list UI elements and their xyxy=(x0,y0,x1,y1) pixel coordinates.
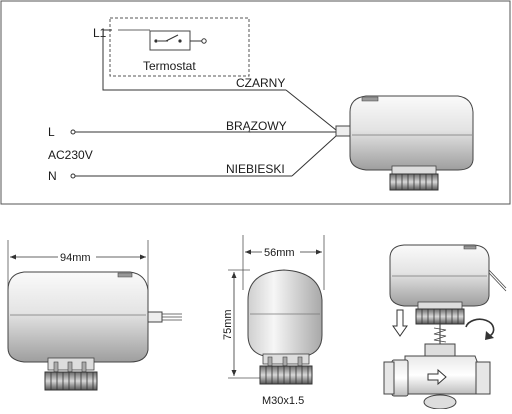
front-view: 56mm 75mm M30x1.5 xyxy=(222,235,325,407)
thermostat-box xyxy=(109,17,250,77)
flow-arrow-icon xyxy=(427,368,447,386)
thermostat-label: Termostat xyxy=(143,59,196,73)
wire-brown-label: BRĄZOWY xyxy=(226,119,287,133)
depth-dimension: 56mm xyxy=(264,247,295,259)
side-view: 94mm xyxy=(7,240,182,391)
actuator-wiring-view xyxy=(335,95,474,191)
voltage-label: AC230V xyxy=(48,148,93,162)
wiring-panel: Termostat L1 CZARNY L BRĄZOWY AC230V N N… xyxy=(0,0,511,205)
thread-label: M30x1.5 xyxy=(262,395,304,407)
rotate-arrow-icon xyxy=(465,318,495,340)
n-label: N xyxy=(48,169,57,183)
wire-blue-label: NIEBIESKI xyxy=(226,162,285,176)
switch-icon xyxy=(149,30,191,51)
wire-black-label: CZARNY xyxy=(236,76,285,90)
l1-label: L1 xyxy=(93,26,107,40)
height-dimension: 75mm xyxy=(222,309,234,340)
width-dimension: 94mm xyxy=(60,252,91,264)
mounting-view xyxy=(383,244,507,410)
l-label: L xyxy=(48,125,55,139)
down-arrow-icon xyxy=(392,309,408,337)
